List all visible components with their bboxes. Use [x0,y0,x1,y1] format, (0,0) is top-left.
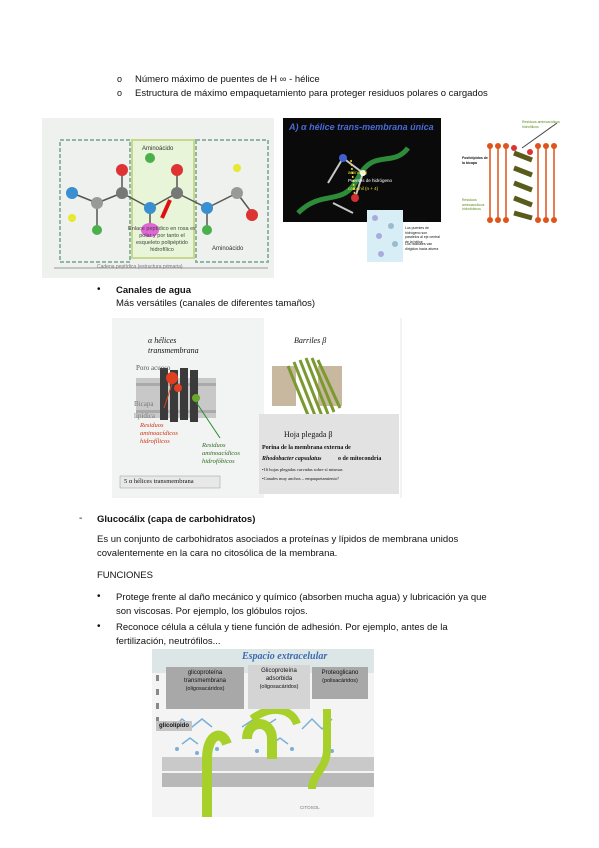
transmembrane-helix-diagram: Residuos aminoacídicos hidrofílicos Fosf… [462,118,562,233]
glucocalix-paragraph-line: covalentemente en la cara no citosólica … [97,548,338,559]
bicapa-label: Bicapa lipídica [134,400,155,420]
box-label-line: transmembrana [183,678,227,684]
list-item: Número máximo de puentes de H ∞ - hélice [135,74,320,85]
porina-species: Rhodobacter capsulatus [262,456,322,462]
poro-label: Poro acuoso [136,364,171,372]
list-bullet: • [97,621,101,632]
peptide-chain-label: Cadena peptídica (estructura primaria) [97,264,183,270]
box-label-line: (oligosacáridos) [259,684,299,690]
proteoglycan-box: Proteoglicano (polisacáridos) [312,667,368,699]
helix-label: carbonil (n + 4) [348,186,379,191]
helix-label: amino (n) [348,170,368,175]
alpha-helices-caption: 5 α hélices transmembrana [124,478,194,485]
function-item: son viscosas. Por ejemplo, los glóbulos … [116,606,308,617]
function-item: fertilización, neutrófilos... [116,636,221,647]
box-label-line: Glicoproteína [261,668,297,674]
aminoacid-label: Aminoácido [212,246,244,252]
hydrophilic-label: Residuos aminoacídicos hidrofílicos [140,422,178,445]
box-label-line: Proteoglicano [321,670,359,676]
box-label-line: glicoproteína [187,670,223,676]
beta-barrels-title: Barriles β [294,336,327,345]
list-bullet: • [97,284,101,295]
list-dash: - [79,513,83,524]
list-bullet: o [117,74,123,84]
box-label-line: (polisacáridos) [322,678,358,684]
helix-caption: Los radicales van dirigidos hacia afuera [405,242,439,251]
residue-label: Residuos aminoacídicos hidrofílicos [522,120,560,129]
porina-title: Porina de la membrana externa de [262,445,351,451]
cytosol-label: CITOSOL [300,805,320,810]
alpha-helix-diagram: A) α hélice trans-membrana única amino (… [283,118,441,266]
funciones-heading: FUNCIONES [97,570,153,581]
list-bullet: • [97,591,101,602]
residue-label: Residuos aminoacídicos hidrofóbicos [462,198,485,211]
peptide-bond-diagram: Aminoácido Aminoácido Enlace peptídico e… [42,118,274,278]
glucocalix-paragraph-line: Es un conjunto de carbohidratos asociado… [97,534,459,545]
list-item: Estructura de máximo empaquetamiento par… [135,88,488,99]
peptide-bond-caption: Enlace peptídico en rosa es polar y por … [128,226,196,253]
alpha-helices-title: α hélices transmembrana [148,336,199,355]
canales-title: Canales de agua [116,285,191,296]
beta-sheet-label: Hoja plegada β [284,430,333,439]
aminoacid-label: Aminoácido [142,146,174,152]
water-channels-figure: α hélices transmembrana Poro acuoso Bica… [112,318,402,498]
helix-title: A) α hélice trans-membrana única [289,122,434,132]
canales-subtitle: Más versátiles (canales de diferentes ta… [116,298,316,309]
adsorbed-glycoprotein-box: Glicoproteína adsorbida (oligosacáridos) [248,665,310,709]
glycolipid-label: glicolípido [156,721,192,731]
glycocalyx-diagram: Espacio extracelular glicoproteína trans… [152,649,374,817]
porina-note: •16 hojas plegadas curvadas sobre sí mis… [262,467,343,472]
transmembrane-glycoprotein-box: glicoproteína transmembrana (oligosacári… [166,667,244,709]
porina-note: •Canales muy anchos – empaquetamiento? [262,476,340,481]
box-label-line: adsorbida [265,676,293,682]
list-bullet: o [117,88,123,98]
glucocalix-title: Glucocálix (capa de carbohidratos) [97,514,256,525]
helix-label: Puentes de hidrógeno [348,178,393,183]
porina-suffix: o de mitocondria [338,456,382,462]
phospholipid-label: Fosfolípidos de la bicapa [462,156,488,165]
helix-caption-title: α-hélice [407,218,426,224]
box-label-line: (oligosacáridos) [185,686,225,692]
hydrophobic-label: Residuos aminoacídicos hidrofóbicos [202,442,240,465]
extracellular-title: Espacio extracelular [242,651,328,662]
function-item: Reconoce célula a célula y tiene función… [116,622,448,633]
function-item: Protege frente al daño mecánico y químic… [116,592,487,603]
helix-caption: Los puentes de hidrógeno son paralelos a… [405,226,441,244]
